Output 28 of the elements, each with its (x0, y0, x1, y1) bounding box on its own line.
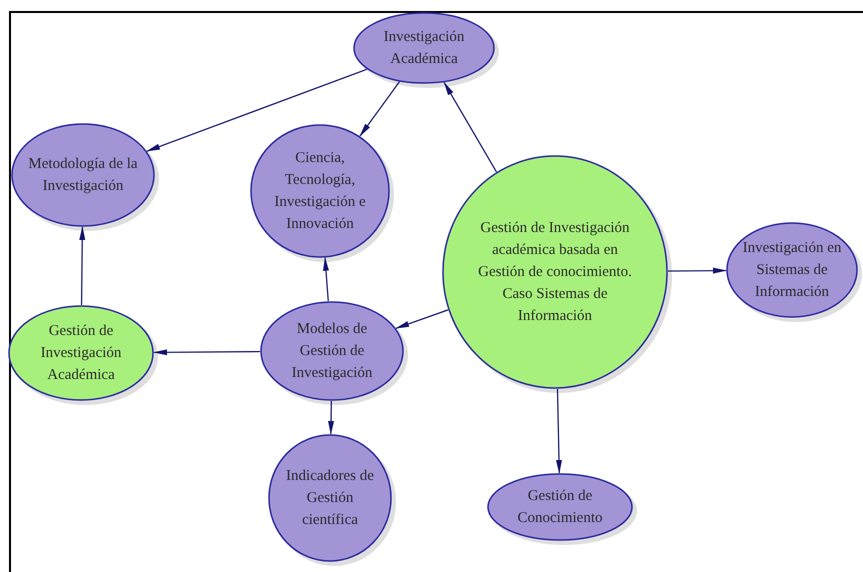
node-label: Modelos de Gestión de Investigación (290, 320, 374, 383)
arrow (146, 68, 367, 152)
ellipse-node (442, 155, 668, 389)
arrow (668, 268, 727, 274)
ellipse-node (250, 124, 390, 258)
ellipse-node (487, 473, 633, 541)
arrow (444, 82, 497, 172)
arrow (395, 309, 448, 329)
node-label: Indicadores de Gestión científica (285, 467, 375, 530)
node-label: Gestión de Investigación Académica (40, 322, 122, 385)
ellipse-node (353, 12, 495, 84)
ellipse-node (11, 123, 155, 227)
arrow (328, 401, 334, 435)
node-label: Investigación Académica (382, 28, 466, 69)
arrow (359, 81, 400, 137)
arrow (79, 226, 86, 305)
ellipse-node (260, 301, 404, 401)
node-label: Gestión de Conocimiento (516, 487, 604, 528)
ellipse-node (8, 305, 154, 401)
node-label: Gestión de Investigación académica basada en Gestión de conocimiento. Caso Sistemas de Información (477, 219, 633, 326)
arrow (323, 256, 329, 302)
ellipse-node (268, 434, 392, 562)
node-label: Ciencia, Tecnología, Investigación e Innovación (273, 149, 367, 234)
node-label: Investigación en Sistemas de Información (742, 239, 842, 302)
node-label: Metodología de la Investigación (28, 155, 138, 196)
arrow (153, 349, 260, 356)
ellipse-node (726, 222, 858, 318)
arrow (556, 388, 562, 474)
